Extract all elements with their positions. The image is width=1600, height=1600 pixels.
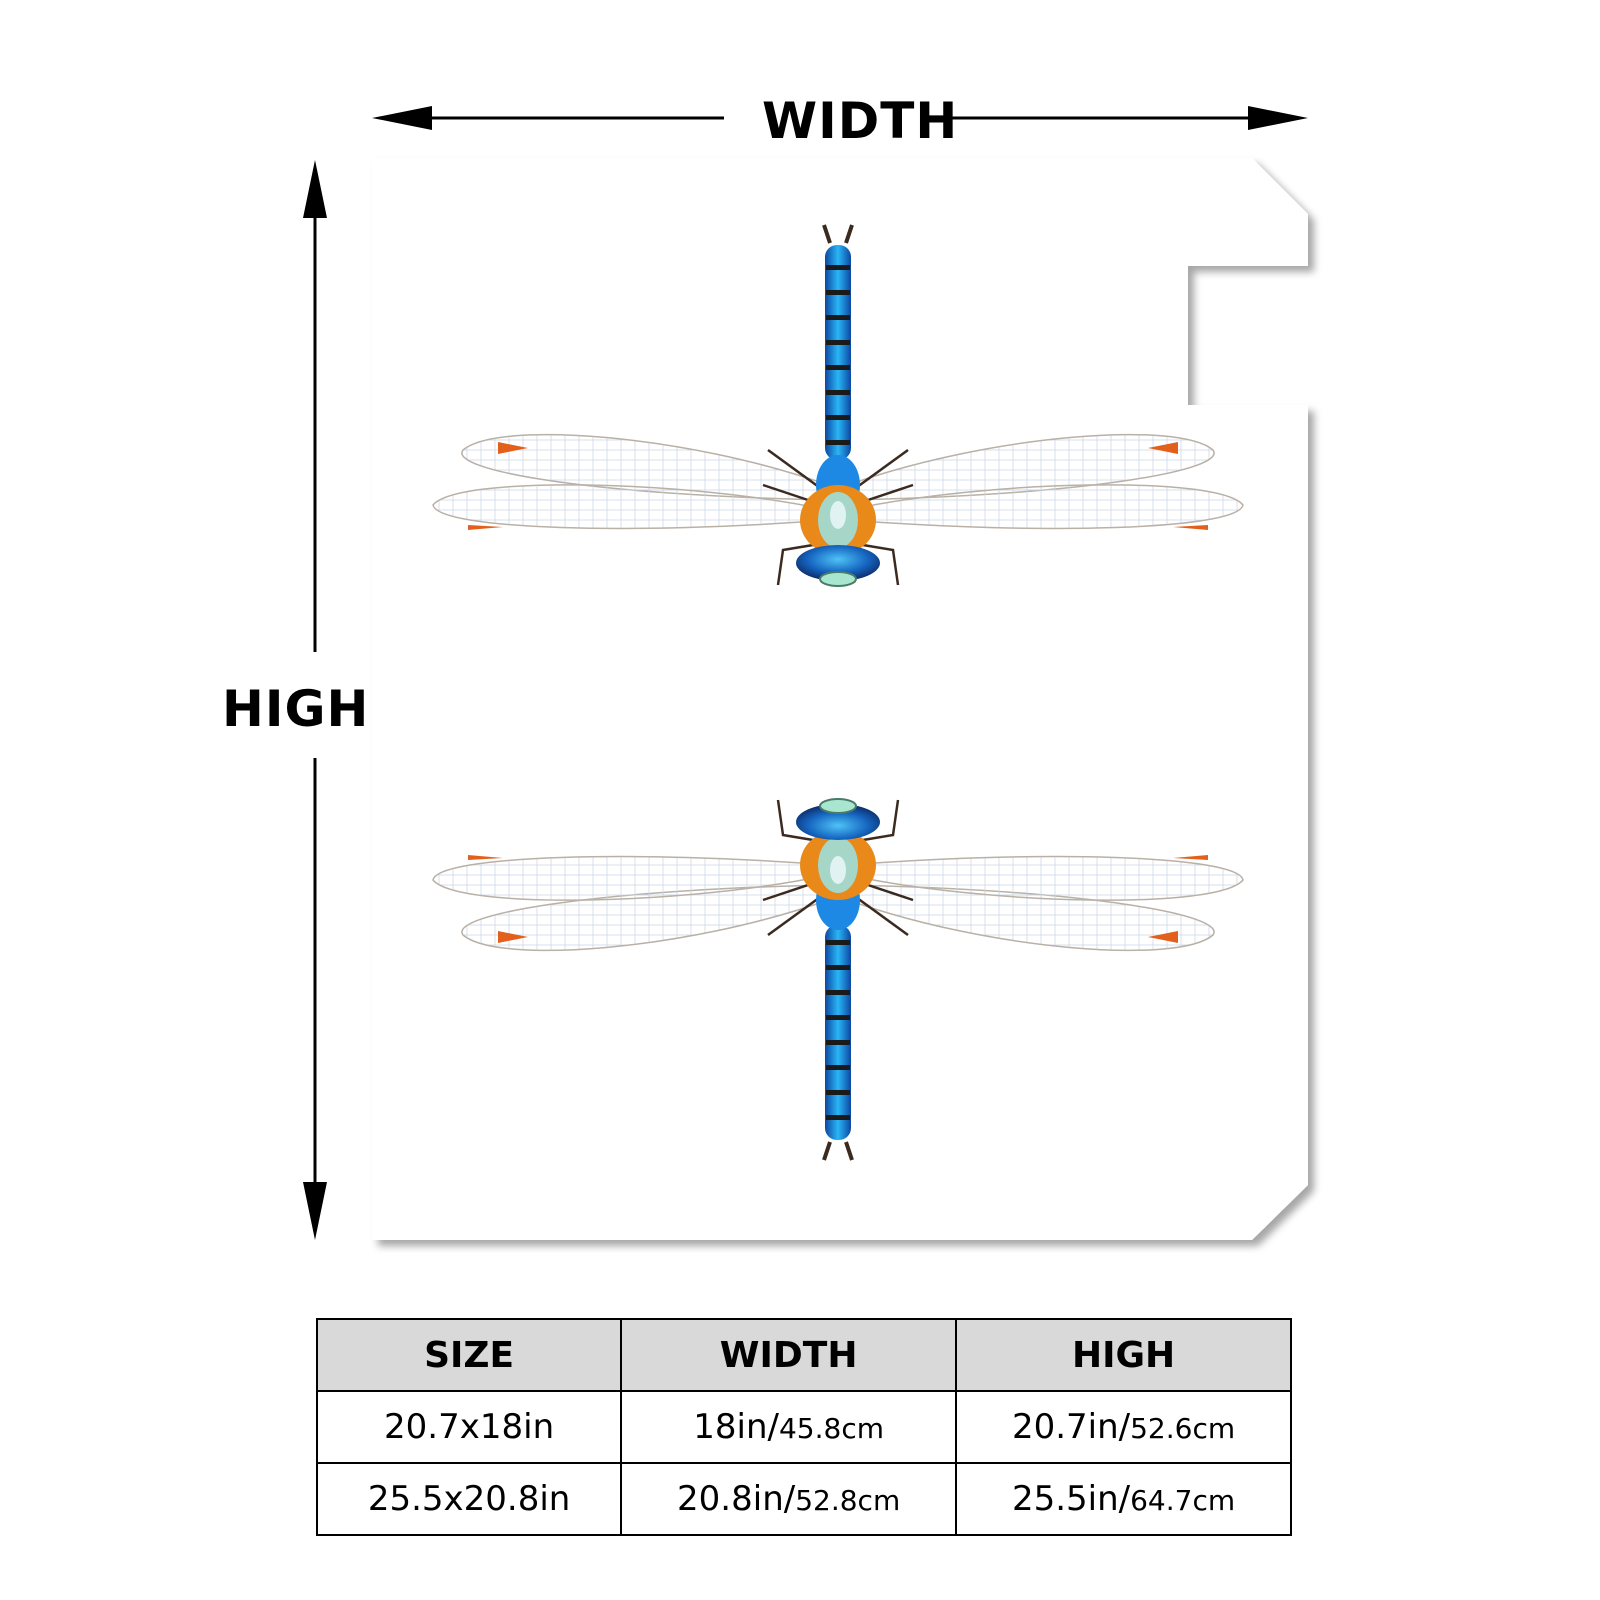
- cell-width-cm: 52.8cm: [795, 1484, 901, 1517]
- cell-high-cm: 52.6cm: [1130, 1412, 1236, 1445]
- cell-high-in: 20.7in/: [1011, 1407, 1131, 1447]
- sticker-sheet: [372, 158, 1308, 1240]
- cell-high-cm: 64.7cm: [1130, 1484, 1236, 1517]
- header-width: WIDTH: [620, 1318, 958, 1392]
- cell-width-cm: 45.8cm: [778, 1412, 884, 1445]
- height-label: HIGH: [222, 680, 370, 738]
- header-high: HIGH: [955, 1318, 1292, 1392]
- width-arrow: [372, 106, 1308, 130]
- size-table: SIZE WIDTH HIGH 20.7x18in 18in/45.8cm 20…: [315, 1318, 1292, 1536]
- header-size: SIZE: [315, 1318, 623, 1392]
- table-row: 20.7x18in 18in/45.8cm 20.7in/52.6cm: [315, 1390, 1292, 1464]
- cell-width-in: 18in/: [693, 1407, 779, 1447]
- cell-high: 25.5in/64.7cm: [955, 1462, 1292, 1536]
- cell-size: 20.7x18in: [315, 1390, 623, 1464]
- cell-size: 25.5x20.8in: [315, 1462, 623, 1536]
- table-header-row: SIZE WIDTH HIGH: [315, 1318, 1292, 1392]
- cell-width-in: 20.8in/: [677, 1479, 796, 1519]
- table-row: 25.5x20.8in 20.8in/52.8cm 25.5in/64.7cm: [315, 1462, 1292, 1536]
- cell-width: 18in/45.8cm: [620, 1390, 958, 1464]
- cell-high: 20.7in/52.6cm: [955, 1390, 1292, 1464]
- height-arrow: [303, 160, 327, 1240]
- width-label: WIDTH: [762, 92, 959, 150]
- cell-high-in: 25.5in/: [1011, 1479, 1131, 1519]
- cell-width: 20.8in/52.8cm: [620, 1462, 958, 1536]
